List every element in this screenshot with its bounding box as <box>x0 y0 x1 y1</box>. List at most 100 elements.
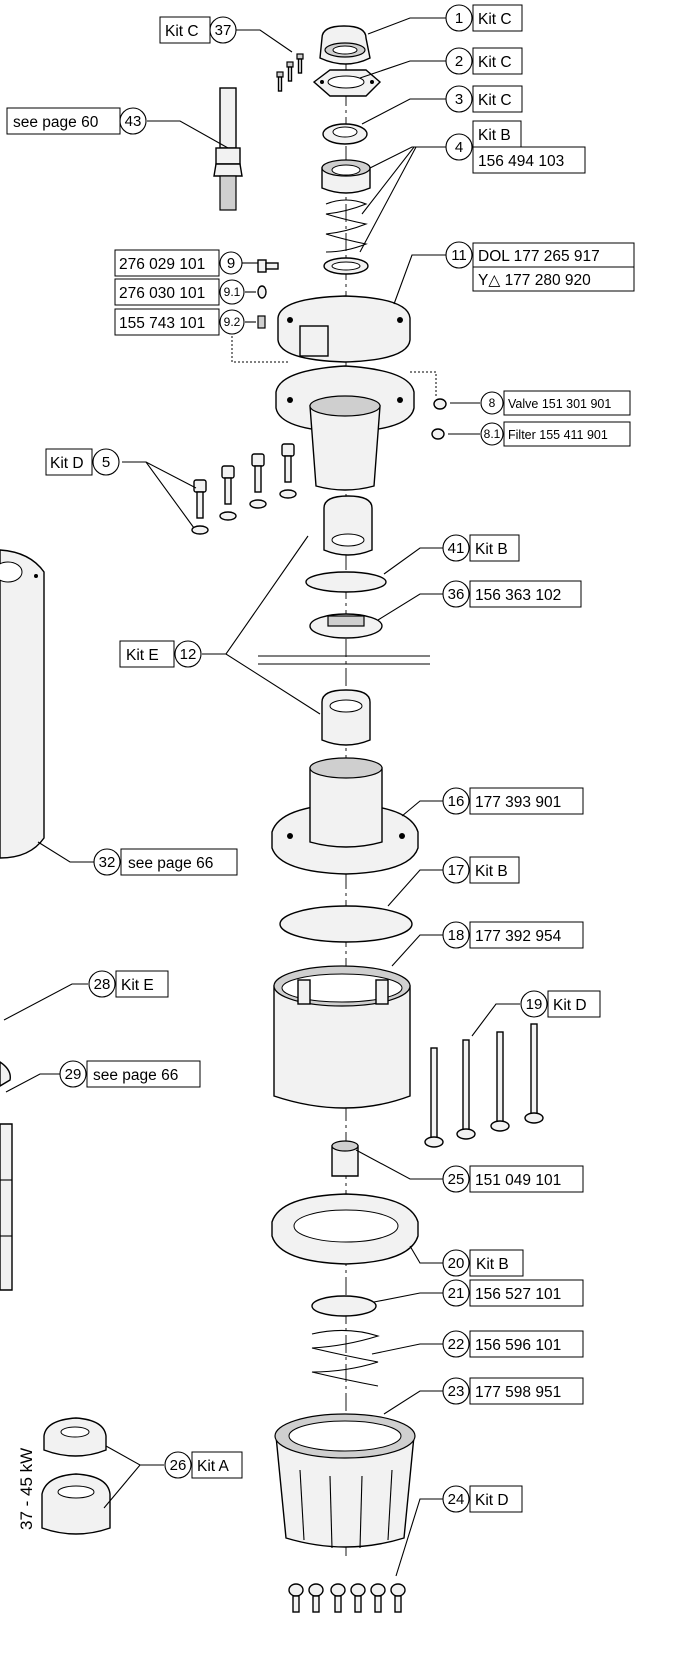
callout-number: 37 <box>215 22 232 39</box>
callout-8: 8 Valve 151 301 901 <box>480 390 631 416</box>
part-29-left-stack <box>0 1061 13 1291</box>
part-3-washer <box>322 123 368 145</box>
callout-9: 276 029 101 9 <box>114 249 243 277</box>
part-9-bolt-and-washers <box>257 259 279 329</box>
callout-number: 8.1 <box>484 427 501 441</box>
part-8-valve-and-filter <box>431 398 447 440</box>
callout-label: 276 030 101 <box>119 285 205 302</box>
part-21-disc <box>311 1295 377 1317</box>
callout-number: 18 <box>448 927 465 944</box>
callout-label: Kit C <box>165 23 199 40</box>
callout-label: see page 66 <box>128 855 213 872</box>
callout-29: 29 see page 66 <box>59 1060 201 1088</box>
callout-label: Y△ 177 280 920 <box>478 272 591 289</box>
part-12-upper-coupling <box>323 495 373 556</box>
callout-number: 4 <box>455 139 463 156</box>
callout-number: 43 <box>125 113 142 130</box>
callout-37: Kit C 37 <box>159 16 237 44</box>
callout-label: 156 596 101 <box>475 1337 561 1354</box>
callout-number: 1 <box>455 10 463 27</box>
callout-label: Kit E <box>121 977 154 994</box>
callout-number: 24 <box>448 1491 465 1508</box>
callout-number: 9.1 <box>224 285 241 299</box>
part-37-small-screws <box>276 53 304 92</box>
part-25-plug <box>331 1140 359 1177</box>
callout-number: 2 <box>455 53 463 70</box>
power-range-label: 37 - 45 kW <box>17 1448 36 1530</box>
callout-23: 23 177 598 951 <box>442 1377 584 1405</box>
callout-label: Kit C <box>478 92 512 109</box>
callout-number: 32 <box>99 854 116 871</box>
callout-number: 19 <box>526 996 543 1013</box>
callout-number: 17 <box>448 862 465 879</box>
callout-number: 25 <box>448 1171 465 1188</box>
callout-43: see page 60 43 <box>6 107 147 135</box>
callout-17: 17 Kit B <box>442 856 520 884</box>
callout-number: 20 <box>448 1255 465 1272</box>
callout-number: 11 <box>451 247 467 264</box>
callout-12: Kit E 12 <box>119 640 202 668</box>
callout-label: Kit E <box>126 647 159 664</box>
callout-11: 11 DOL 177 265 917 Y△ 177 280 920 <box>445 241 635 292</box>
callout-label: Kit A <box>197 1458 230 1475</box>
callout-label: Kit B <box>475 541 508 558</box>
part-12-lower-coupling <box>321 689 371 746</box>
callout-32: 32 see page 66 <box>93 848 238 876</box>
callout-number: 9.2 <box>224 315 241 329</box>
part-18-housing <box>273 965 411 1109</box>
callout-label: Kit D <box>50 455 84 472</box>
part-24-screws <box>288 1583 406 1613</box>
callout-number: 21 <box>448 1285 465 1302</box>
callout-8-1: 8.1 Filter 155 411 901 <box>480 421 631 447</box>
part-20-seat <box>271 1193 419 1265</box>
part-5-screws <box>191 443 297 535</box>
callout-label: Kit C <box>478 11 512 28</box>
callout-number: 28 <box>94 976 111 993</box>
callout-number: 12 <box>180 646 197 663</box>
callout-label: Kit B <box>475 863 508 880</box>
callout-41: 41 Kit B <box>442 534 520 562</box>
callout-number: 3 <box>455 91 463 108</box>
callout-label: 276 029 101 <box>119 256 205 273</box>
callout-2: 2 Kit C <box>445 47 523 75</box>
part-9-leader-dotted <box>231 336 290 363</box>
callout-28: 28 Kit E <box>88 970 169 998</box>
part-43-sensor <box>213 87 243 211</box>
callout-number: 5 <box>102 454 110 471</box>
callout-label: 156 527 101 <box>475 1286 561 1303</box>
callout-number: 36 <box>448 586 465 603</box>
callout-20: 20 Kit B <box>442 1249 524 1277</box>
callout-25: 25 151 049 101 <box>442 1165 584 1193</box>
callout-label: Kit D <box>553 997 587 1014</box>
callout-number: 41 <box>448 540 465 557</box>
part-23-base <box>274 1413 416 1549</box>
part-11-motor-flange <box>275 295 415 491</box>
callout-9-1: 276 030 101 9.1 <box>114 278 245 306</box>
callouts: 1 Kit C 2 Kit C 3 Kit C 4 Kit B 156 494 … <box>6 4 635 1513</box>
separator-line <box>258 655 430 665</box>
part-26-impeller <box>41 1417 111 1535</box>
callout-36: 36 156 363 102 <box>442 580 582 608</box>
part-2-plate <box>312 69 382 97</box>
callout-number: 23 <box>448 1383 465 1400</box>
callout-label: 177 598 951 <box>475 1384 561 1401</box>
part-32-motor-body <box>0 549 45 859</box>
callout-3: 3 Kit C <box>445 85 523 113</box>
callout-22: 22 156 596 101 <box>442 1330 584 1358</box>
callout-label: Valve 151 301 901 <box>508 397 611 411</box>
callout-label: 151 049 101 <box>475 1172 561 1189</box>
part-4-seal-and-spring <box>321 159 371 275</box>
part-19-long-bolts <box>424 1023 544 1148</box>
callout-label: 156 494 103 <box>478 153 564 170</box>
part-22-spring <box>311 1329 380 1387</box>
part-16-bracket <box>271 757 419 875</box>
callout-label: see page 66 <box>93 1067 178 1084</box>
callout-19: 19 Kit D <box>520 990 601 1018</box>
callout-label: see page 60 <box>13 114 99 131</box>
leader-lines <box>3 17 520 1577</box>
callout-number: 8 <box>489 396 496 410</box>
callout-number: 22 <box>448 1336 465 1353</box>
callout-label: DOL 177 265 917 <box>478 248 600 265</box>
callout-label: Kit C <box>478 54 512 71</box>
